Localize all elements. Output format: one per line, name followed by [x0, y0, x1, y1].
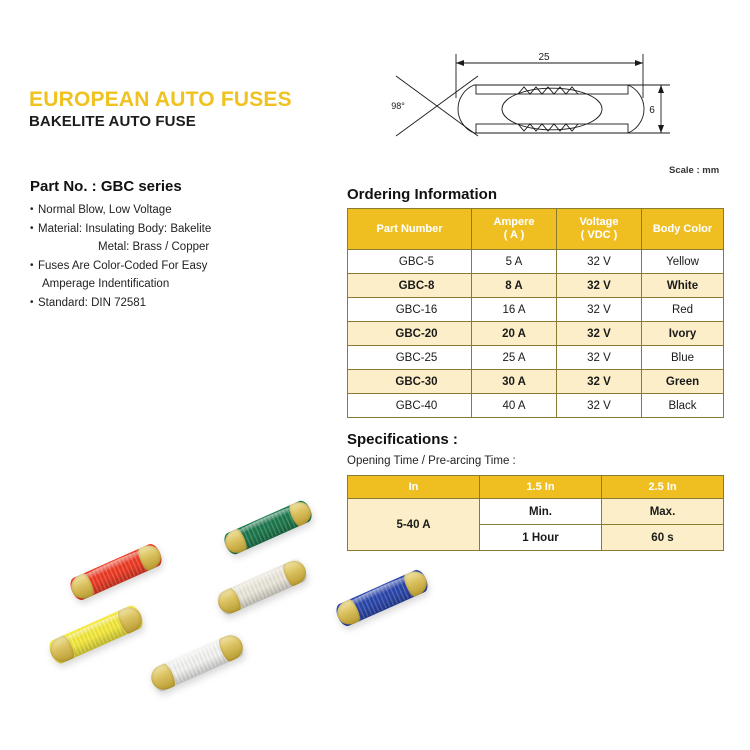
dimension-angle-label: 98°	[391, 101, 405, 111]
cell-voltage: 32 V	[556, 297, 642, 322]
cell-ampere: 40 A	[471, 393, 557, 418]
column-header-ampere: Ampere ( A )	[471, 208, 557, 250]
cell-voltage: 32 V	[556, 249, 642, 274]
cell-body-color: White	[641, 273, 724, 298]
page-title: EUROPEAN AUTO FUSES	[29, 88, 292, 111]
table-row: GBC-20 20 A 32 V Ivory	[347, 321, 724, 346]
table-header-row: In 1.5 In 2.5 In	[347, 475, 724, 499]
cell-body-color: Red	[641, 297, 724, 322]
list-item: • Standard: DIN 72581	[30, 294, 330, 313]
list-item: • Normal Blow, Low Voltage	[30, 201, 330, 220]
cell-body-color: Yellow	[641, 249, 724, 274]
cell-body-color: Black	[641, 393, 724, 418]
cell-part-number: GBC-25	[347, 345, 472, 370]
specifications-table: In 1.5 In 2.5 In 5-40 A Min. Max. 1 Hour…	[347, 475, 724, 551]
column-header-part-number: Part Number	[347, 208, 472, 250]
page-subtitle: BAKELITE AUTO FUSE	[29, 113, 196, 130]
yellow-fuse	[46, 603, 146, 666]
cell-min-time: 1 Hour	[479, 524, 602, 551]
table-row: 1 Hour 60 s	[348, 524, 724, 551]
ordering-information-table: Part Number Ampere ( A ) Voltage ( VDC )…	[347, 208, 724, 418]
red-fuse	[67, 541, 165, 603]
table-row: GBC-8 8 A 32 V White	[347, 273, 724, 298]
column-header-in: In	[347, 475, 480, 499]
table-header-row: Part Number Ampere ( A ) Voltage ( VDC )…	[347, 208, 724, 250]
white-fuse	[147, 631, 247, 694]
cell-part-number: GBC-5	[347, 249, 472, 274]
column-header-line1: Body Color	[652, 222, 713, 235]
list-item: • Fuses Are Color-Coded For Easy	[30, 257, 330, 276]
specifications-heading: Specifications :	[347, 431, 458, 448]
cell-part-number: GBC-40	[347, 393, 472, 418]
column-header-line1: Ampere	[493, 216, 535, 228]
column-header-2-5-in: 2.5 In	[601, 475, 724, 499]
column-header-line2: ( VDC )	[580, 229, 618, 241]
column-header-voltage: Voltage ( VDC )	[556, 208, 642, 250]
specifications-subheading: Opening Time / Pre-arcing Time :	[347, 455, 516, 467]
cell-voltage: 32 V	[556, 393, 642, 418]
cell-max-label: Max.	[601, 498, 724, 525]
column-header-line1: Part Number	[376, 222, 443, 235]
part-number-heading: Part No. : GBC series	[30, 178, 182, 195]
list-item-label: Fuses Are Color-Coded For Easy	[38, 259, 208, 272]
table-row: 5-40 A Min. Max.	[347, 498, 724, 551]
list-item-label: Material: Insulating Body: Bakelite	[38, 222, 212, 235]
fuse-technical-drawing: 25 6 98°	[391, 52, 670, 137]
cell-body-color: Green	[641, 369, 724, 394]
list-item: Metal: Brass / Copper	[30, 238, 330, 257]
ivory-fuse	[214, 556, 310, 618]
dimension-height-label: 6	[649, 105, 655, 116]
list-item-label: Metal: Brass / Copper	[98, 241, 210, 253]
table-row: GBC-30 30 A 32 V Green	[347, 369, 724, 394]
feature-list: • Normal Blow, Low Voltage • Material: I…	[30, 201, 330, 312]
cell-part-number: GBC-8	[347, 273, 472, 298]
cell-voltage: 32 V	[556, 273, 642, 298]
column-header-body-color: Body Color	[641, 208, 724, 250]
cell-ampere: 20 A	[471, 321, 557, 346]
list-item: Amperage Indentification	[30, 275, 330, 294]
cell-current-range: 5-40 A	[347, 498, 480, 551]
bullet-icon: •	[30, 259, 34, 271]
cell-ampere: 25 A	[471, 345, 557, 370]
bullet-icon: •	[30, 296, 34, 308]
cell-ampere: 16 A	[471, 297, 557, 322]
table-row: GBC-5 5 A 32 V Yellow	[347, 249, 724, 274]
bullet-icon: •	[30, 222, 34, 234]
column-header-1-5-in: 1.5 In	[479, 475, 602, 499]
list-item-label: Normal Blow, Low Voltage	[38, 204, 172, 216]
list-item-label: Standard: DIN 72581	[38, 296, 147, 309]
cell-max-time: 60 s	[601, 524, 724, 551]
scale-note: Scale : mm	[669, 165, 720, 176]
cell-ampere: 8 A	[471, 273, 557, 298]
bullet-icon: •	[30, 204, 34, 215]
dimension-length-label: 25	[538, 52, 550, 63]
table-row: GBC-25 25 A 32 V Blue	[347, 345, 724, 370]
cell-ampere: 5 A	[471, 249, 557, 274]
cell-voltage: 32 V	[556, 369, 642, 394]
cell-part-number: GBC-16	[347, 297, 472, 322]
green-fuse	[221, 498, 315, 557]
cell-body-color: Blue	[641, 345, 724, 370]
cell-part-number: GBC-30	[347, 369, 472, 394]
column-header-line1: Voltage	[579, 216, 619, 228]
column-header-line2: ( A )	[503, 229, 525, 241]
cell-voltage: 32 V	[556, 345, 642, 370]
blue-fuse	[333, 567, 431, 629]
ordering-information-heading: Ordering Information	[347, 186, 497, 203]
cell-part-number: GBC-20	[347, 321, 472, 346]
cell-ampere: 30 A	[471, 369, 557, 394]
table-row: GBC-16 16 A 32 V Red	[347, 297, 724, 322]
list-item-label: Amperage Indentification	[42, 278, 170, 290]
cell-body-color: Ivory	[641, 321, 724, 346]
list-item: • Material: Insulating Body: Bakelite	[30, 220, 330, 239]
cell-voltage: 32 V	[556, 321, 642, 346]
table-row: GBC-40 40 A 32 V Black	[347, 393, 724, 418]
cell-min-label: Min.	[479, 498, 602, 525]
